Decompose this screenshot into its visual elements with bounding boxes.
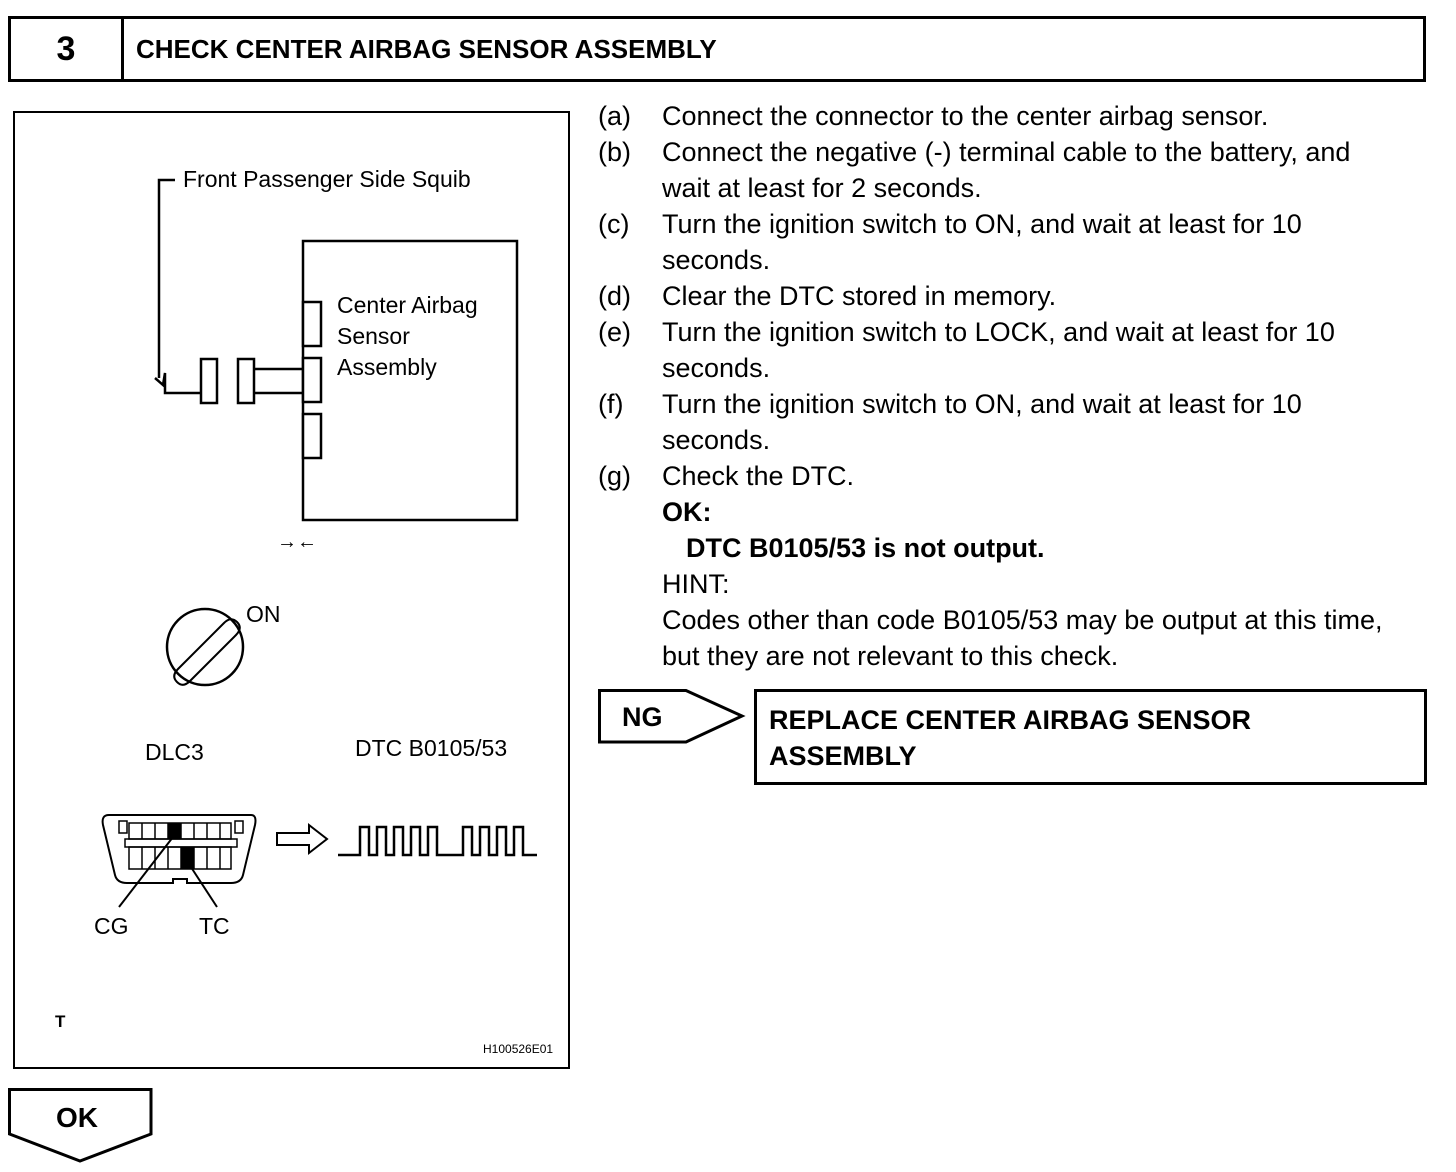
step-g: (g) Check the DTC.: [598, 458, 1438, 494]
ng-action-line-2: ASSEMBLY: [769, 741, 917, 771]
hint-label: HINT:: [662, 569, 730, 599]
step-letter: (d): [598, 281, 631, 311]
illustration-drawing: [101, 178, 537, 908]
hint-text: Codes other than code B0105/53 may be ou…: [662, 605, 1383, 671]
step-letter: (f): [598, 389, 624, 419]
step-text: Check the DTC.: [662, 461, 855, 491]
ng-tag: NG: [598, 689, 748, 752]
squib-label: Front Passenger Side Squib: [183, 166, 471, 192]
ng-tag-label: NG: [622, 702, 663, 732]
tc-label: TC: [199, 913, 230, 939]
ng-action-box: REPLACE CENTER AIRBAG SENSOR ASSEMBLY: [754, 689, 1427, 785]
step-b: (b) Connect the negative (-) terminal ca…: [598, 134, 1438, 206]
ok-arrow-shape: OK: [8, 1088, 153, 1163]
step-number: 3: [11, 19, 124, 79]
cg-pin: [168, 823, 181, 839]
ok-criteria-value: DTC B0105/53 is not output.: [686, 533, 1045, 563]
squib-connector: [199, 357, 219, 405]
sensor-connector: [236, 357, 256, 405]
step-a: (a) Connect the connector to the center …: [598, 98, 1438, 134]
step-text: Clear the DTC stored in memory.: [662, 281, 1057, 311]
step-text: Turn the ignition switch to LOCK, and wa…: [662, 317, 1335, 383]
sensor-port-upper: [301, 300, 323, 348]
step-text: Connect the negative (-) terminal cable …: [662, 137, 1351, 203]
step-letter: (b): [598, 137, 631, 167]
step-letter: (e): [598, 317, 631, 347]
step-c: (c) Turn the ignition switch to ON, and …: [598, 206, 1438, 278]
ok-tag-label: OK: [56, 1102, 98, 1133]
step-header: 3 CHECK CENTER AIRBAG SENSOR ASSEMBLY: [8, 16, 1426, 82]
step-f: (f) Turn the ignition switch to ON, and …: [598, 386, 1438, 458]
dlc3-connector-icon: [101, 814, 257, 884]
sensor-label-line-3: Assembly: [337, 354, 437, 380]
ng-arrow-shape: NG: [598, 689, 746, 744]
step-letter: (c): [598, 209, 630, 239]
dtc-label: DTC B0105/53: [355, 735, 508, 761]
step-title: CHECK CENTER AIRBAG SENSOR ASSEMBLY: [136, 33, 717, 64]
illustration-panel: Front Passenger Side Squib Center Airbag…: [13, 111, 570, 1069]
figure-code: H100526E01: [483, 1042, 554, 1056]
ignition-switch-icon: [165, 607, 245, 687]
ignition-key-slot: [173, 618, 241, 686]
ok-criteria-label: OK:: [662, 497, 712, 527]
tc-pin: [181, 847, 194, 869]
dlc3-label: DLC3: [145, 739, 204, 765]
sensor-port-lower: [301, 412, 323, 460]
step-letter: (a): [598, 101, 631, 131]
ignition-on-label: ON: [246, 601, 281, 627]
sensor-label-line-2: Sensor: [337, 323, 410, 349]
cg-leader-line: [118, 836, 174, 908]
step-text: Turn the ignition switch to ON, and wait…: [662, 389, 1302, 455]
step-letter: (g): [598, 461, 631, 491]
ok-tag: OK: [8, 1088, 154, 1169]
sensor-port-middle: [301, 356, 323, 404]
dtc-pulse-waveform: [338, 825, 537, 857]
sensor-label-line-1: Center Airbag: [337, 292, 478, 318]
step-d: (d) Clear the DTC stored in memory.: [598, 278, 1438, 314]
squib-leader-line: [157, 178, 175, 378]
squib-harness-end: [154, 372, 201, 395]
step-text: Turn the ignition switch to ON, and wait…: [662, 209, 1302, 275]
connect-arrows: →←: [277, 531, 317, 553]
corner-mark: T: [55, 1012, 66, 1031]
output-arrow-icon: [276, 822, 329, 856]
procedure-steps: (a) Connect the connector to the center …: [598, 98, 1438, 674]
cg-label: CG: [94, 913, 129, 939]
step-text: Connect the connector to the center airb…: [662, 101, 1269, 131]
step-e: (e) Turn the ignition switch to LOCK, an…: [598, 314, 1438, 386]
ng-action-line-1: REPLACE CENTER AIRBAG SENSOR: [769, 705, 1252, 735]
